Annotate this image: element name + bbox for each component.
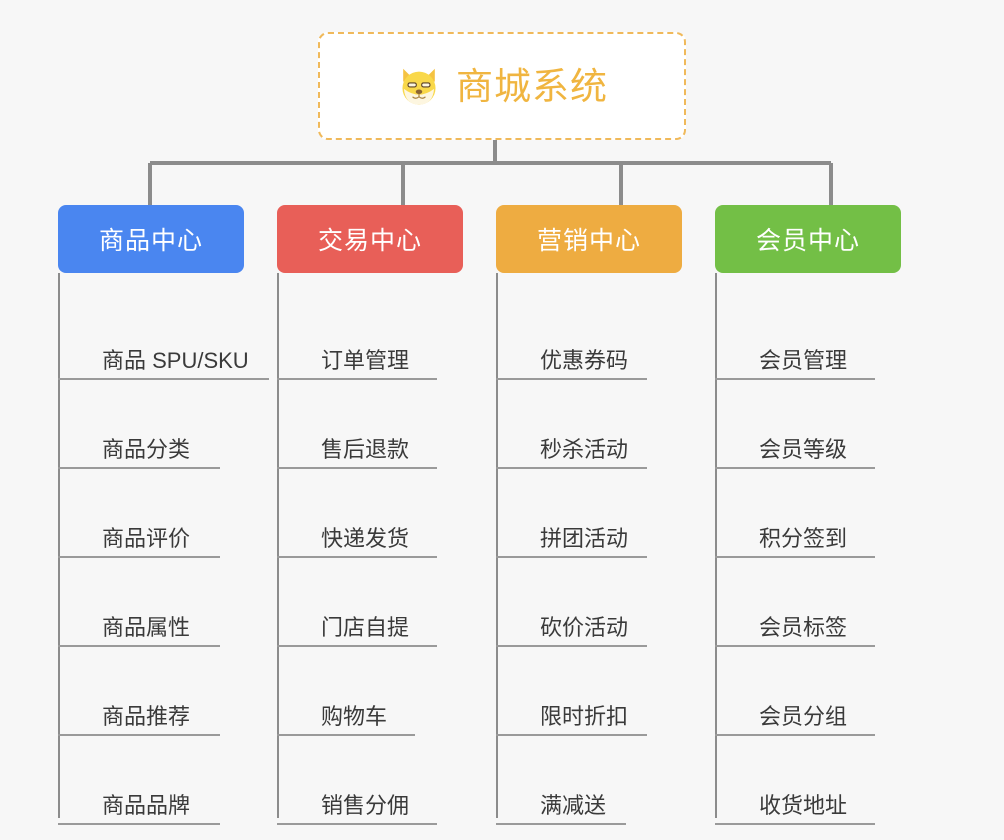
leaf-underline bbox=[58, 734, 220, 736]
category-column-marketing: 营销中心 优惠券码 秒杀活动 拼团活动 砍价活动 限时折扣 bbox=[496, 205, 715, 840]
leaf-item[interactable]: 收货地址 bbox=[715, 736, 934, 825]
leaf-item[interactable]: 限时折扣 bbox=[496, 647, 715, 736]
leaf-underline bbox=[277, 467, 437, 469]
root-node-container: 商城系统 bbox=[0, 32, 1004, 140]
leaf-item[interactable]: 商品品牌 bbox=[58, 736, 277, 825]
category-columns: 商品中心 商品 SPU/SKU 商品分类 商品评价 商品属性 商品推荐 bbox=[0, 205, 1004, 840]
leaf-label: 秒杀活动 bbox=[540, 437, 629, 462]
leaf-label: 商品品牌 bbox=[102, 793, 191, 818]
leaf-item[interactable]: 商品属性 bbox=[58, 558, 277, 647]
leaf-underline bbox=[715, 378, 875, 380]
leaf-item[interactable]: 会员等级 bbox=[715, 380, 934, 469]
column-spine bbox=[58, 273, 60, 818]
root-title: 商城系统 bbox=[456, 65, 608, 107]
root-node[interactable]: 商城系统 bbox=[318, 32, 686, 140]
category-header-marketing[interactable]: 营销中心 bbox=[496, 205, 682, 273]
leaf-label: 购物车 bbox=[321, 704, 388, 729]
column-spine bbox=[715, 273, 717, 818]
leaf-label: 订单管理 bbox=[321, 348, 410, 373]
leaf-label: 商品推荐 bbox=[102, 704, 191, 729]
leaf-item[interactable]: 快递发货 bbox=[277, 469, 496, 558]
leaf-item[interactable]: 会员管理 bbox=[715, 291, 934, 380]
leaf-underline bbox=[58, 467, 220, 469]
leaf-label: 售后退款 bbox=[321, 437, 410, 462]
leaf-item[interactable]: 砍价活动 bbox=[496, 558, 715, 647]
category-header-member[interactable]: 会员中心 bbox=[715, 205, 901, 273]
shiba-dog-icon bbox=[402, 68, 436, 106]
leaf-item[interactable]: 满减送 bbox=[496, 736, 715, 825]
leaf-underline bbox=[496, 734, 647, 736]
leaf-underline bbox=[277, 645, 437, 647]
leaf-underline bbox=[715, 734, 875, 736]
leaf-list-marketing: 优惠券码 秒杀活动 拼团活动 砍价活动 限时折扣 满减送 bbox=[496, 273, 715, 825]
leaf-label: 收货地址 bbox=[759, 793, 848, 818]
leaf-underline bbox=[58, 823, 220, 825]
leaf-underline bbox=[715, 467, 875, 469]
leaf-label: 拼团活动 bbox=[540, 526, 629, 551]
leaf-item[interactable]: 秒杀活动 bbox=[496, 380, 715, 469]
leaf-item[interactable]: 优惠券码 bbox=[496, 291, 715, 380]
leaf-label: 会员分组 bbox=[759, 704, 848, 729]
leaf-item[interactable]: 商品分类 bbox=[58, 380, 277, 469]
leaf-underline bbox=[58, 556, 220, 558]
leaf-item[interactable]: 会员分组 bbox=[715, 647, 934, 736]
leaf-label: 商品评价 bbox=[102, 526, 191, 551]
category-title: 交易中心 bbox=[317, 227, 422, 255]
leaf-label: 门店自提 bbox=[321, 615, 410, 640]
category-header-trade[interactable]: 交易中心 bbox=[277, 205, 463, 273]
column-spine bbox=[277, 273, 279, 818]
leaf-underline bbox=[496, 645, 647, 647]
category-header-product[interactable]: 商品中心 bbox=[58, 205, 244, 273]
leaf-underline bbox=[715, 645, 875, 647]
leaf-underline bbox=[277, 823, 437, 825]
leaf-label: 商品属性 bbox=[102, 615, 191, 640]
leaf-underline bbox=[58, 378, 269, 380]
category-title: 营销中心 bbox=[536, 227, 641, 255]
leaf-item[interactable]: 积分签到 bbox=[715, 469, 934, 558]
leaf-item[interactable]: 拼团活动 bbox=[496, 469, 715, 558]
leaf-label: 积分签到 bbox=[759, 526, 848, 551]
leaf-item[interactable]: 售后退款 bbox=[277, 380, 496, 469]
leaf-label: 砍价活动 bbox=[540, 615, 629, 640]
leaf-label: 商品分类 bbox=[102, 437, 191, 462]
category-column-member: 会员中心 会员管理 会员等级 积分签到 会员标签 会员分组 bbox=[715, 205, 934, 840]
column-spine bbox=[496, 273, 498, 818]
leaf-underline bbox=[277, 734, 415, 736]
leaf-item[interactable]: 商品评价 bbox=[58, 469, 277, 558]
leaf-list-member: 会员管理 会员等级 积分签到 会员标签 会员分组 收货地址 bbox=[715, 273, 934, 825]
category-title: 商品中心 bbox=[98, 227, 203, 255]
leaf-label: 会员等级 bbox=[759, 437, 848, 462]
leaf-item[interactable]: 商品推荐 bbox=[58, 647, 277, 736]
leaf-underline bbox=[496, 556, 647, 558]
leaf-item[interactable]: 订单管理 bbox=[277, 291, 496, 380]
leaf-underline bbox=[496, 467, 647, 469]
leaf-item[interactable]: 商品 SPU/SKU bbox=[58, 291, 277, 380]
leaf-item[interactable]: 门店自提 bbox=[277, 558, 496, 647]
category-column-product: 商品中心 商品 SPU/SKU 商品分类 商品评价 商品属性 商品推荐 bbox=[58, 205, 277, 840]
leaf-underline bbox=[496, 378, 647, 380]
leaf-list-trade: 订单管理 售后退款 快递发货 门店自提 购物车 销售分佣 bbox=[277, 273, 496, 825]
leaf-label: 商品 SPU/SKU bbox=[102, 348, 249, 373]
leaf-label: 优惠券码 bbox=[540, 348, 629, 373]
leaf-underline bbox=[496, 823, 626, 825]
leaf-underline bbox=[277, 378, 437, 380]
leaf-label: 限时折扣 bbox=[540, 704, 629, 729]
leaf-item[interactable]: 销售分佣 bbox=[277, 736, 496, 825]
leaf-item[interactable]: 购物车 bbox=[277, 647, 496, 736]
leaf-label: 会员标签 bbox=[759, 615, 848, 640]
leaf-item[interactable]: 会员标签 bbox=[715, 558, 934, 647]
category-title: 会员中心 bbox=[755, 227, 860, 255]
leaf-underline bbox=[715, 823, 875, 825]
leaf-underline bbox=[58, 645, 220, 647]
leaf-underline bbox=[715, 556, 875, 558]
leaf-label: 会员管理 bbox=[759, 348, 848, 373]
leaf-list-product: 商品 SPU/SKU 商品分类 商品评价 商品属性 商品推荐 商品品牌 bbox=[58, 273, 277, 825]
category-column-trade: 交易中心 订单管理 售后退款 快递发货 门店自提 购物车 bbox=[277, 205, 496, 840]
leaf-label: 满减送 bbox=[540, 793, 607, 818]
leaf-label: 快递发货 bbox=[321, 526, 410, 551]
leaf-label: 销售分佣 bbox=[321, 793, 410, 818]
leaf-underline bbox=[277, 556, 437, 558]
